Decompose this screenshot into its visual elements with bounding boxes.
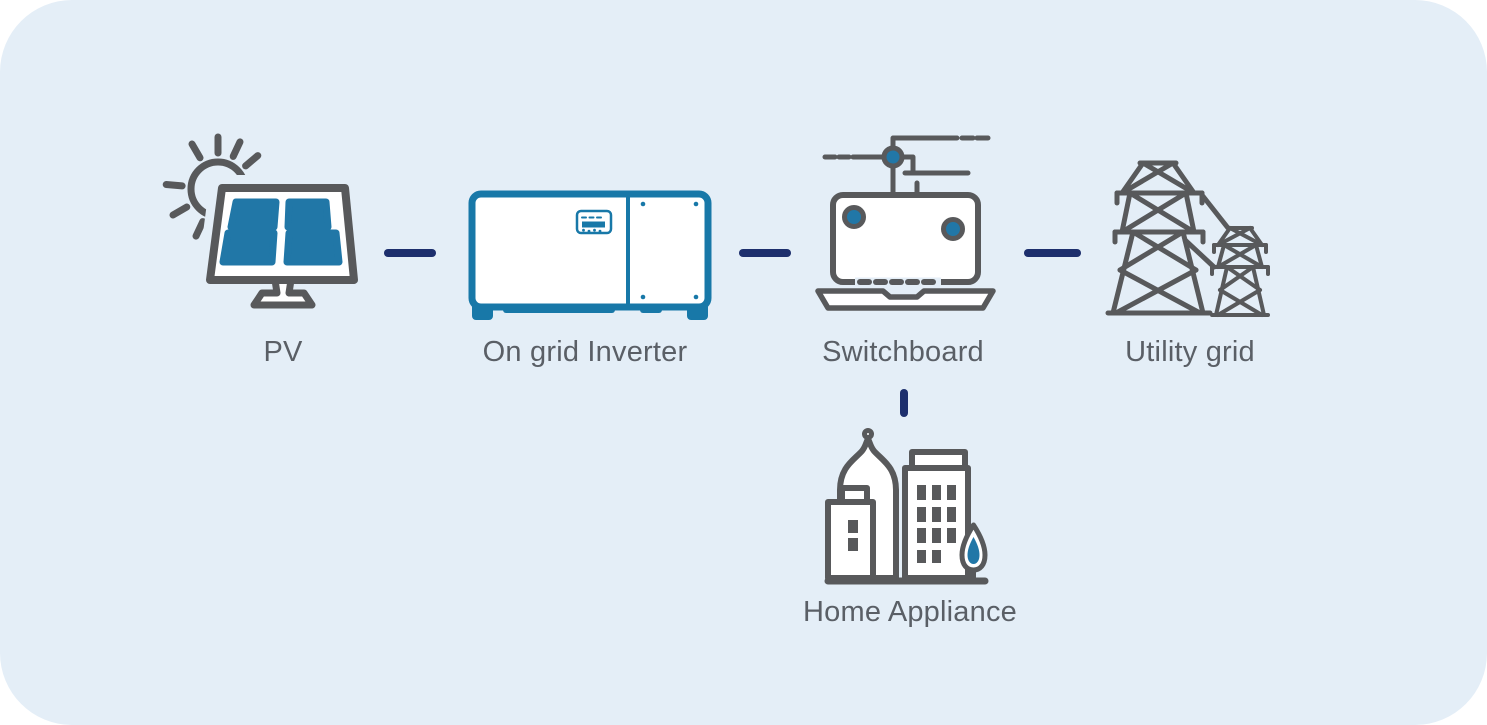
solar-panel-sun-icon — [162, 133, 367, 309]
connector-switchboard-home — [900, 389, 908, 417]
switchboard-label: Switchboard — [822, 336, 984, 368]
connector-pv-inverter — [384, 249, 436, 257]
left-building — [825, 485, 876, 581]
switchboard-wires — [822, 135, 991, 198]
large-tower — [1105, 160, 1213, 316]
utility-grid-label: Utility grid — [1125, 336, 1255, 368]
solar-panel — [197, 175, 367, 309]
power-lines — [1182, 192, 1231, 270]
pv-label: PV — [263, 336, 303, 368]
switchboard-icon — [815, 135, 996, 311]
connector-inverter-switchboard — [739, 249, 791, 257]
inverter-display — [575, 209, 613, 235]
tall-building — [902, 449, 971, 581]
tree — [959, 522, 988, 584]
small-tower — [1210, 226, 1270, 317]
inverter-screws — [640, 201, 699, 300]
inverter-body — [468, 190, 712, 311]
connector-switchboard-utility — [1024, 249, 1081, 257]
switchboard-base — [815, 288, 996, 311]
windows — [917, 485, 956, 563]
home-appliance-label: Home Appliance — [803, 596, 1017, 628]
inverter-box-icon — [468, 190, 712, 320]
transmission-towers-icon — [1105, 160, 1270, 317]
wire-node-dot — [881, 145, 905, 169]
switch-dot-right — [941, 217, 965, 241]
inverter-label: On grid Inverter — [482, 336, 688, 368]
switch-dot-left — [842, 205, 866, 229]
city-buildings-icon — [824, 428, 989, 585]
